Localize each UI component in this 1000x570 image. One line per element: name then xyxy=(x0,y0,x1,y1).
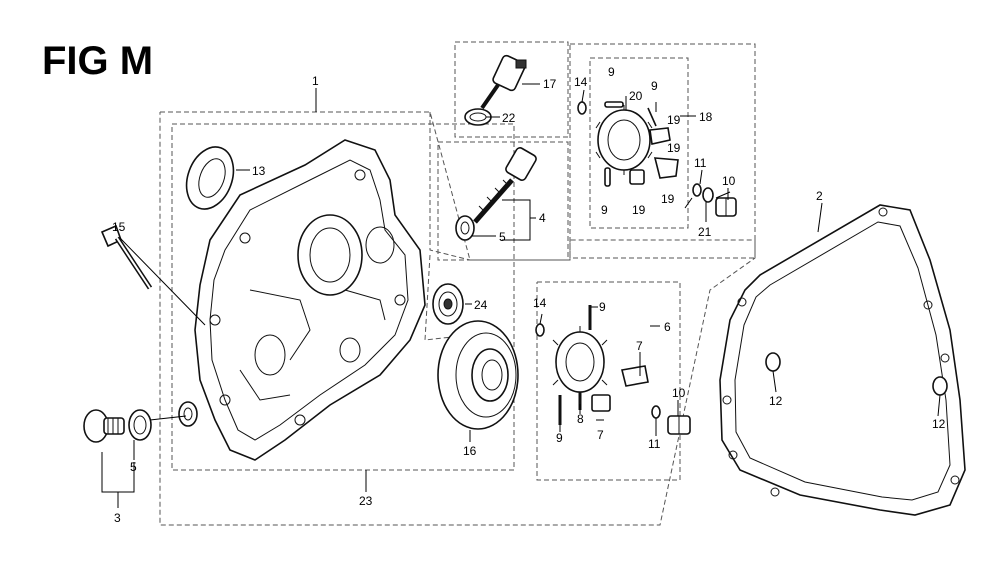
label-12-left: 12 xyxy=(769,394,783,408)
governor-gear-upper xyxy=(595,101,679,187)
group-frame-shaft xyxy=(437,141,569,261)
washer-5-upper xyxy=(455,215,475,241)
dowel-pin-12-left xyxy=(765,352,781,372)
washer-11-upper xyxy=(692,183,714,203)
label-1: 1 xyxy=(312,74,319,88)
group-frame-governor-top xyxy=(569,43,756,259)
oil-seal-13 xyxy=(185,146,235,210)
dowel-pin-12-right xyxy=(932,376,948,396)
figure-title: FIG M xyxy=(42,39,153,83)
washer-5-lower xyxy=(128,409,152,441)
label-12-right: 12 xyxy=(932,417,946,431)
group-frame-crankcase xyxy=(429,112,471,261)
label-9-top-left: 9 xyxy=(608,65,615,79)
label-15: 15 xyxy=(112,220,126,234)
label-9-mid: 9 xyxy=(601,203,608,217)
label-2: 2 xyxy=(816,189,823,203)
group-frame-inner xyxy=(171,123,515,471)
label-16: 16 xyxy=(463,444,477,458)
label-4: 4 xyxy=(539,211,546,225)
label-14-upper: 14 xyxy=(574,75,588,89)
label-20: 20 xyxy=(629,89,643,103)
oil-seal-small xyxy=(178,401,198,427)
label-7-upper: 7 xyxy=(636,339,643,353)
label-9-top-right: 9 xyxy=(651,79,658,93)
oil-sensor-17 xyxy=(480,54,527,110)
label-7-lower: 7 xyxy=(597,428,604,442)
drain-plug-3 xyxy=(83,409,125,443)
label-19-bottom-left: 19 xyxy=(632,203,646,217)
label-10-upper: 10 xyxy=(722,174,736,188)
group-frame-sensor xyxy=(454,41,569,138)
label-23: 23 xyxy=(359,494,373,508)
label-24: 24 xyxy=(474,298,488,312)
label-5-lower: 5 xyxy=(130,460,137,474)
group-frame-governor-inner xyxy=(589,57,689,229)
label-11-lower: 11 xyxy=(648,437,661,451)
label-17: 17 xyxy=(543,77,557,91)
pin-14-lower xyxy=(535,323,545,337)
governor-shaft-4 xyxy=(473,147,537,224)
pin-14-upper xyxy=(577,101,587,115)
bolt-10-upper xyxy=(715,197,737,217)
label-11-upper: 11 xyxy=(694,156,707,170)
label-14-lower: 14 xyxy=(533,296,547,310)
label-9-lower-top: 9 xyxy=(599,300,606,314)
washer-11-lower xyxy=(651,405,661,419)
label-3: 3 xyxy=(114,511,121,525)
label-18: 18 xyxy=(699,110,713,124)
bearing-24 xyxy=(432,283,464,325)
label-22: 22 xyxy=(502,111,516,125)
governor-gear-lower xyxy=(552,305,649,425)
leader-lines xyxy=(101,83,941,508)
label-8: 8 xyxy=(577,412,584,426)
bolt-15 xyxy=(100,224,153,290)
label-10-lower: 10 xyxy=(672,386,686,400)
label-6: 6 xyxy=(664,320,671,334)
label-19-mid: 19 xyxy=(667,141,681,155)
label-9-lower-bottom: 9 xyxy=(556,431,563,445)
label-21: 21 xyxy=(698,225,712,239)
label-19-top: 19 xyxy=(667,113,681,127)
label-13: 13 xyxy=(252,164,266,178)
label-5-upper: 5 xyxy=(499,230,506,244)
group-frame-governor xyxy=(536,281,681,481)
bearing-16 xyxy=(437,320,519,430)
crankcase-cover xyxy=(194,139,426,461)
gasket-2 xyxy=(719,204,966,516)
label-19-bottom-right: 19 xyxy=(661,192,675,206)
bolt-10-lower xyxy=(667,415,691,435)
part-labels: 1 2 3 4 5 5 6 7 7 8 9 9 9 9 9 10 10 11 1… xyxy=(112,65,946,525)
